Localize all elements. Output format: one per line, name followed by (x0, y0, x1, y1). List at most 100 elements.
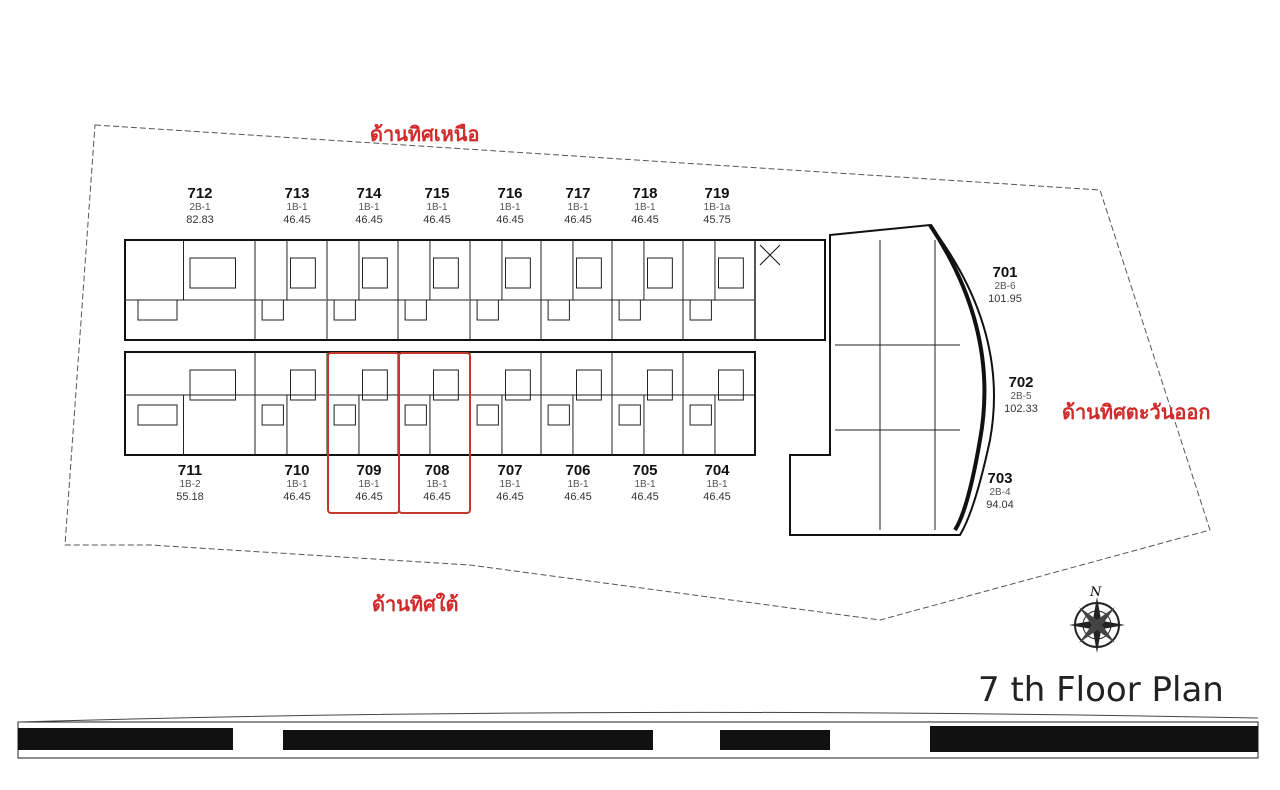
room-fixture (290, 257, 316, 289)
room-fixture (547, 299, 570, 321)
room-fixture (618, 404, 641, 426)
room-fixture (137, 404, 178, 426)
north-side-label: ด้านทิศเหนือ (370, 122, 480, 146)
unit-type: 1B-1 (567, 479, 589, 491)
unit-type: 1B-1 (426, 202, 448, 214)
room-fixture (404, 404, 427, 426)
unit-area: 46.45 (355, 490, 383, 503)
unit-area: 102.33 (1004, 402, 1038, 415)
room-fixture (689, 404, 712, 426)
north-wing (124, 239, 826, 341)
unit-area: 46.45 (496, 213, 524, 226)
unit-num: 712 (187, 185, 213, 202)
room-fixture (647, 369, 673, 401)
unit-type: 1B-1 (358, 479, 380, 491)
unit-num: 706 (565, 462, 591, 479)
unit-num: 703 (987, 470, 1013, 487)
site-boundary (64, 124, 1211, 621)
unit-num: 718 (632, 185, 658, 202)
elevation-strip (17, 711, 1259, 759)
unit-num: 704 (704, 462, 730, 479)
unit-type: 1B-1 (499, 479, 521, 491)
room-fixture (333, 299, 356, 321)
compass-rose-icon (1069, 597, 1125, 653)
room-fixture (362, 257, 388, 289)
room-fixture (189, 257, 236, 289)
unit-type: 1B-1a (703, 202, 731, 214)
unit-type: 1B-1 (286, 479, 308, 491)
unit-type: 2B-4 (989, 487, 1011, 499)
room-fixture (333, 404, 356, 426)
room-fixture (476, 299, 499, 321)
unit-num: 702 (1008, 374, 1034, 391)
unit-area: 46.45 (423, 490, 451, 503)
room-fixture (290, 369, 316, 401)
unit-type: 2B-6 (994, 281, 1016, 293)
room-fixture (362, 369, 388, 401)
unit-area: 46.45 (703, 490, 731, 503)
unit-area: 45.75 (703, 213, 731, 226)
unit-area: 101.95 (988, 292, 1022, 305)
unit-area: 46.45 (423, 213, 451, 226)
room-fixture (433, 257, 459, 289)
unit-num: 701 (992, 264, 1018, 281)
room-fixture (718, 257, 744, 289)
room-fixture (404, 299, 427, 321)
room-fixture (647, 257, 673, 289)
unit-area: 82.83 (186, 213, 214, 226)
unit-area: 46.45 (283, 213, 311, 226)
unit-type: 1B-1 (426, 479, 448, 491)
highlighted-unit-box[interactable] (327, 352, 400, 514)
room-fixture (576, 369, 602, 401)
unit-type: 1B-1 (706, 479, 728, 491)
unit-num: 716 (497, 185, 523, 202)
east-block (789, 223, 995, 536)
room-fixture (576, 257, 602, 289)
room-fixture (137, 299, 178, 321)
east-side-label: ด้านทิศตะวันออก (1062, 400, 1211, 424)
unit-num: 710 (284, 462, 310, 479)
room-fixture (689, 299, 712, 321)
room-fixture (547, 404, 570, 426)
room-fixture (618, 299, 641, 321)
unit-area: 46.45 (564, 213, 592, 226)
unit-area: 94.04 (986, 498, 1014, 511)
unit-area: 46.45 (631, 213, 659, 226)
room-fixture (261, 299, 284, 321)
room-fixture (261, 404, 284, 426)
unit-num: 707 (497, 462, 523, 479)
unit-type: 2B-5 (1010, 391, 1032, 403)
unit-num: 709 (356, 462, 382, 479)
room-fixture (718, 369, 744, 401)
unit-area: 46.45 (564, 490, 592, 503)
room-fixture (433, 369, 459, 401)
unit-num: 708 (424, 462, 450, 479)
unit-num: 717 (565, 185, 591, 202)
unit-num: 713 (284, 185, 310, 202)
unit-type: 1B-2 (179, 479, 201, 491)
highlighted-unit-box[interactable] (398, 352, 471, 514)
room-fixture (505, 257, 531, 289)
unit-area: 46.45 (631, 490, 659, 503)
